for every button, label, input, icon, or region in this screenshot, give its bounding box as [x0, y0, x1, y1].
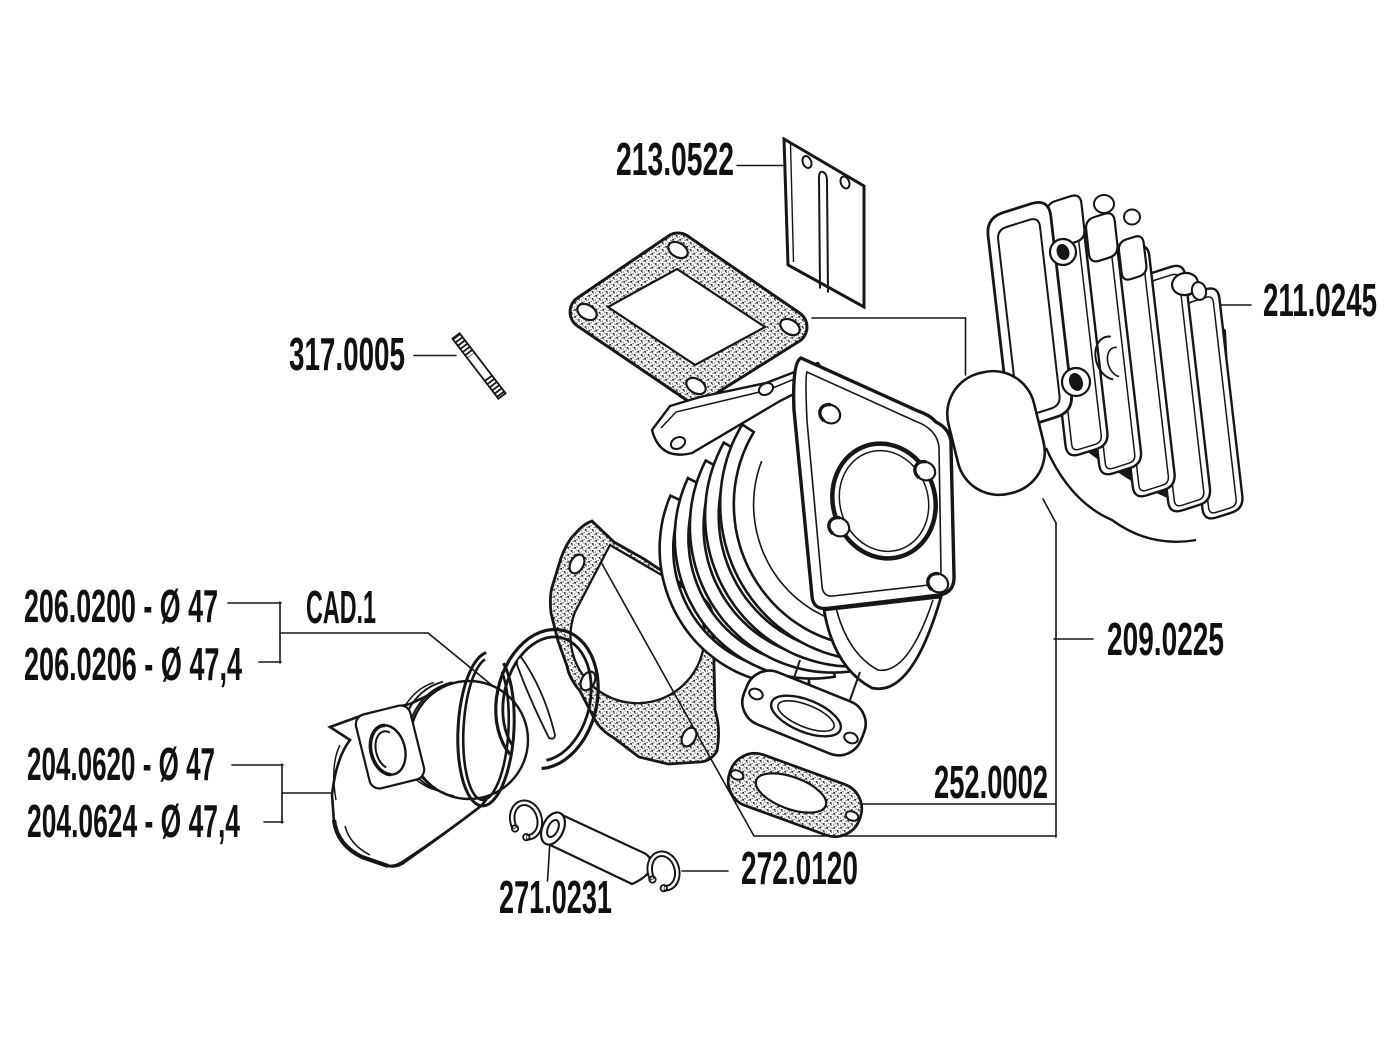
- svg-text:211.0245: 211.0245: [1263, 274, 1377, 326]
- svg-text:204.0624 - Ø 47,4: 204.0624 - Ø 47,4: [27, 795, 240, 847]
- svg-text:209.0225: 209.0225: [1107, 613, 1224, 665]
- svg-text:206.0200 - Ø 47: 206.0200 - Ø 47: [24, 580, 218, 632]
- svg-text:272.0120: 272.0120: [741, 842, 858, 894]
- svg-text:252.0002: 252.0002: [934, 756, 1048, 808]
- svg-text:CAD.1: CAD.1: [306, 581, 376, 633]
- svg-text:204.0620 - Ø 47: 204.0620 - Ø 47: [27, 738, 215, 790]
- svg-text:271.0231: 271.0231: [499, 871, 612, 923]
- svg-text:206.0206 - Ø 47,4: 206.0206 - Ø 47,4: [24, 638, 242, 690]
- svg-text:213.0522: 213.0522: [616, 133, 734, 185]
- svg-text:317.0005: 317.0005: [289, 328, 405, 380]
